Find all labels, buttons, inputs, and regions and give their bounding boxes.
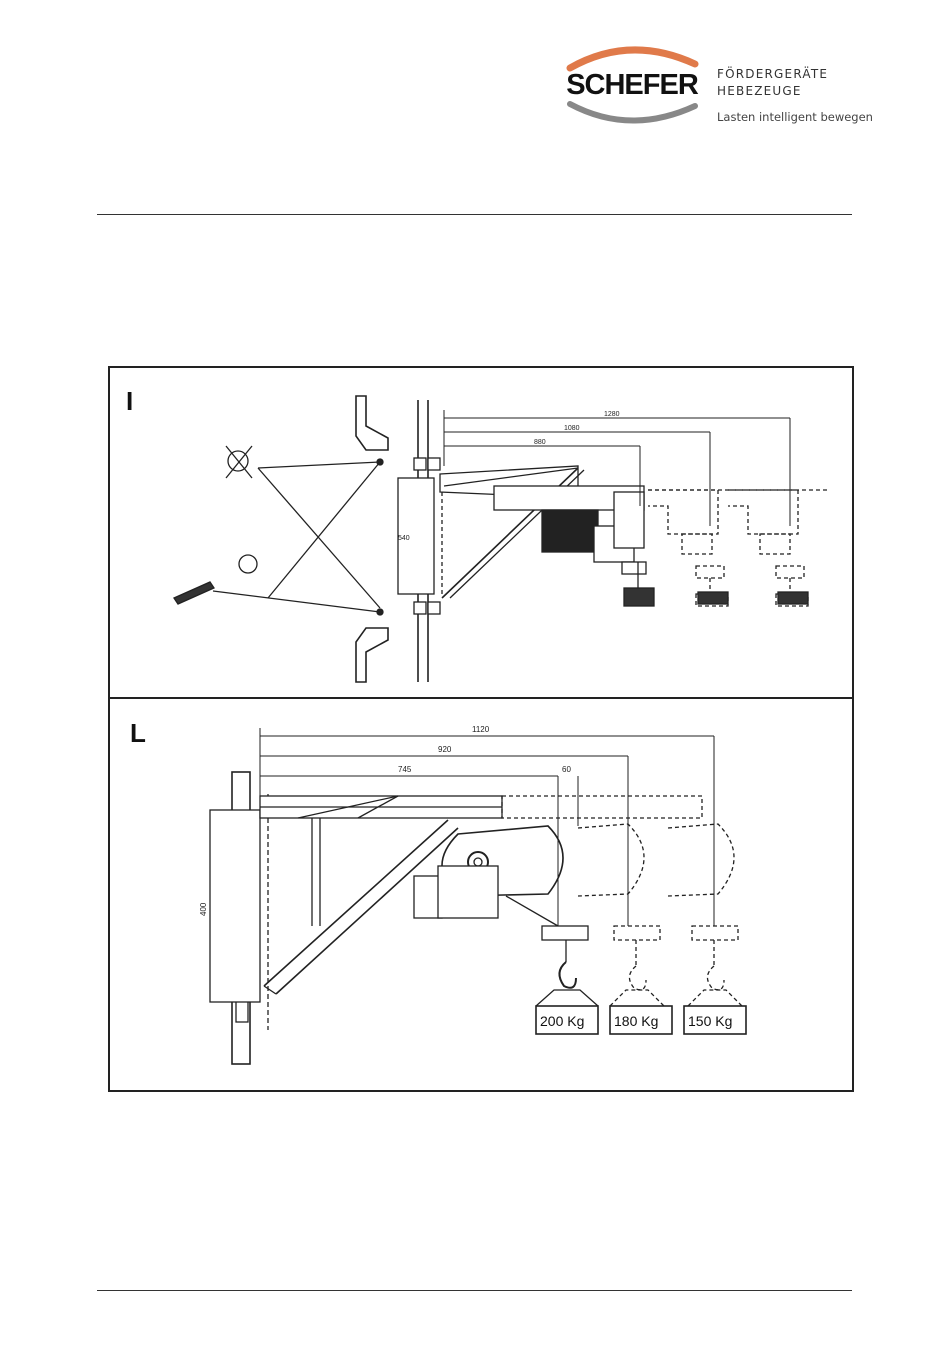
dim-1120: 1120 xyxy=(472,725,490,734)
hook-200 xyxy=(559,940,576,988)
dim-745: 745 xyxy=(398,765,412,774)
load-180: 180 Kg xyxy=(614,1013,658,1029)
extended-positions-i xyxy=(648,490,828,606)
dim-1280: 1280 xyxy=(604,411,620,418)
panel-l-height-dim: 400 xyxy=(199,902,208,916)
brand-line-1: FÖRDERGERÄTE xyxy=(717,66,828,83)
load-150: 150 Kg xyxy=(688,1013,732,1029)
technical-drawing: I 540 xyxy=(108,366,854,1092)
dim-60: 60 xyxy=(562,765,571,774)
load-200: 200 Kg xyxy=(540,1013,584,1029)
wrench-icon xyxy=(174,582,214,604)
panel-i-label: I xyxy=(126,386,133,416)
brand-line-2: HEBEZEUGE xyxy=(717,83,828,100)
panel-i-height-dim: 540 xyxy=(398,535,410,542)
header-rule xyxy=(97,214,852,215)
dim-1080: 1080 xyxy=(564,425,580,432)
tagline: Lasten intelligent bewegen xyxy=(717,110,873,124)
footer-rule xyxy=(97,1290,852,1291)
brand-lines: FÖRDERGERÄTE HEBEZEUGE xyxy=(717,66,828,100)
forbidden-icon xyxy=(226,446,252,478)
dim-880: 880 xyxy=(534,439,546,446)
ball-icon xyxy=(239,555,257,573)
panel-l-label: L xyxy=(130,718,146,748)
dim-920: 920 xyxy=(438,745,452,754)
logo-text: SCHEFER xyxy=(566,69,699,101)
